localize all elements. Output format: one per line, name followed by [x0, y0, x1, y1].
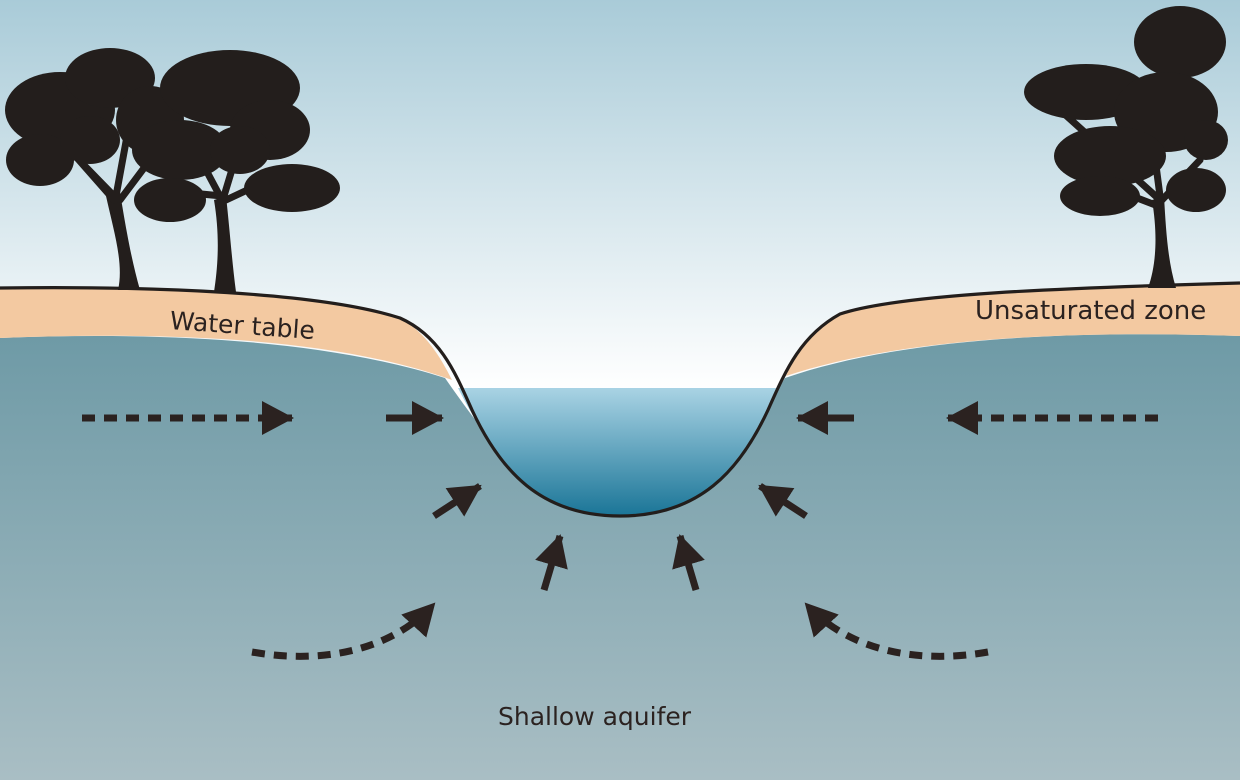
shallow-aquifer	[0, 334, 1240, 780]
tree-icon	[1024, 6, 1228, 288]
tree-icon	[132, 50, 340, 292]
dashed-flow-arrow	[803, 601, 989, 660]
flow-arrow	[672, 534, 705, 591]
stream-water	[458, 388, 778, 516]
soil-right	[786, 283, 1240, 376]
flow-arrow	[758, 483, 808, 519]
unsaturated-zone-label: Unsaturated zone	[975, 296, 1207, 326]
flow-arrow	[432, 483, 482, 519]
land-surface-line	[0, 281, 1240, 518]
flow-arrow	[535, 534, 568, 591]
soil-left	[0, 287, 452, 380]
dashed-flow-arrow	[251, 601, 437, 660]
flow-arrows	[82, 401, 1158, 660]
shallow-aquifer-label: Shallow aquifer	[498, 702, 692, 731]
